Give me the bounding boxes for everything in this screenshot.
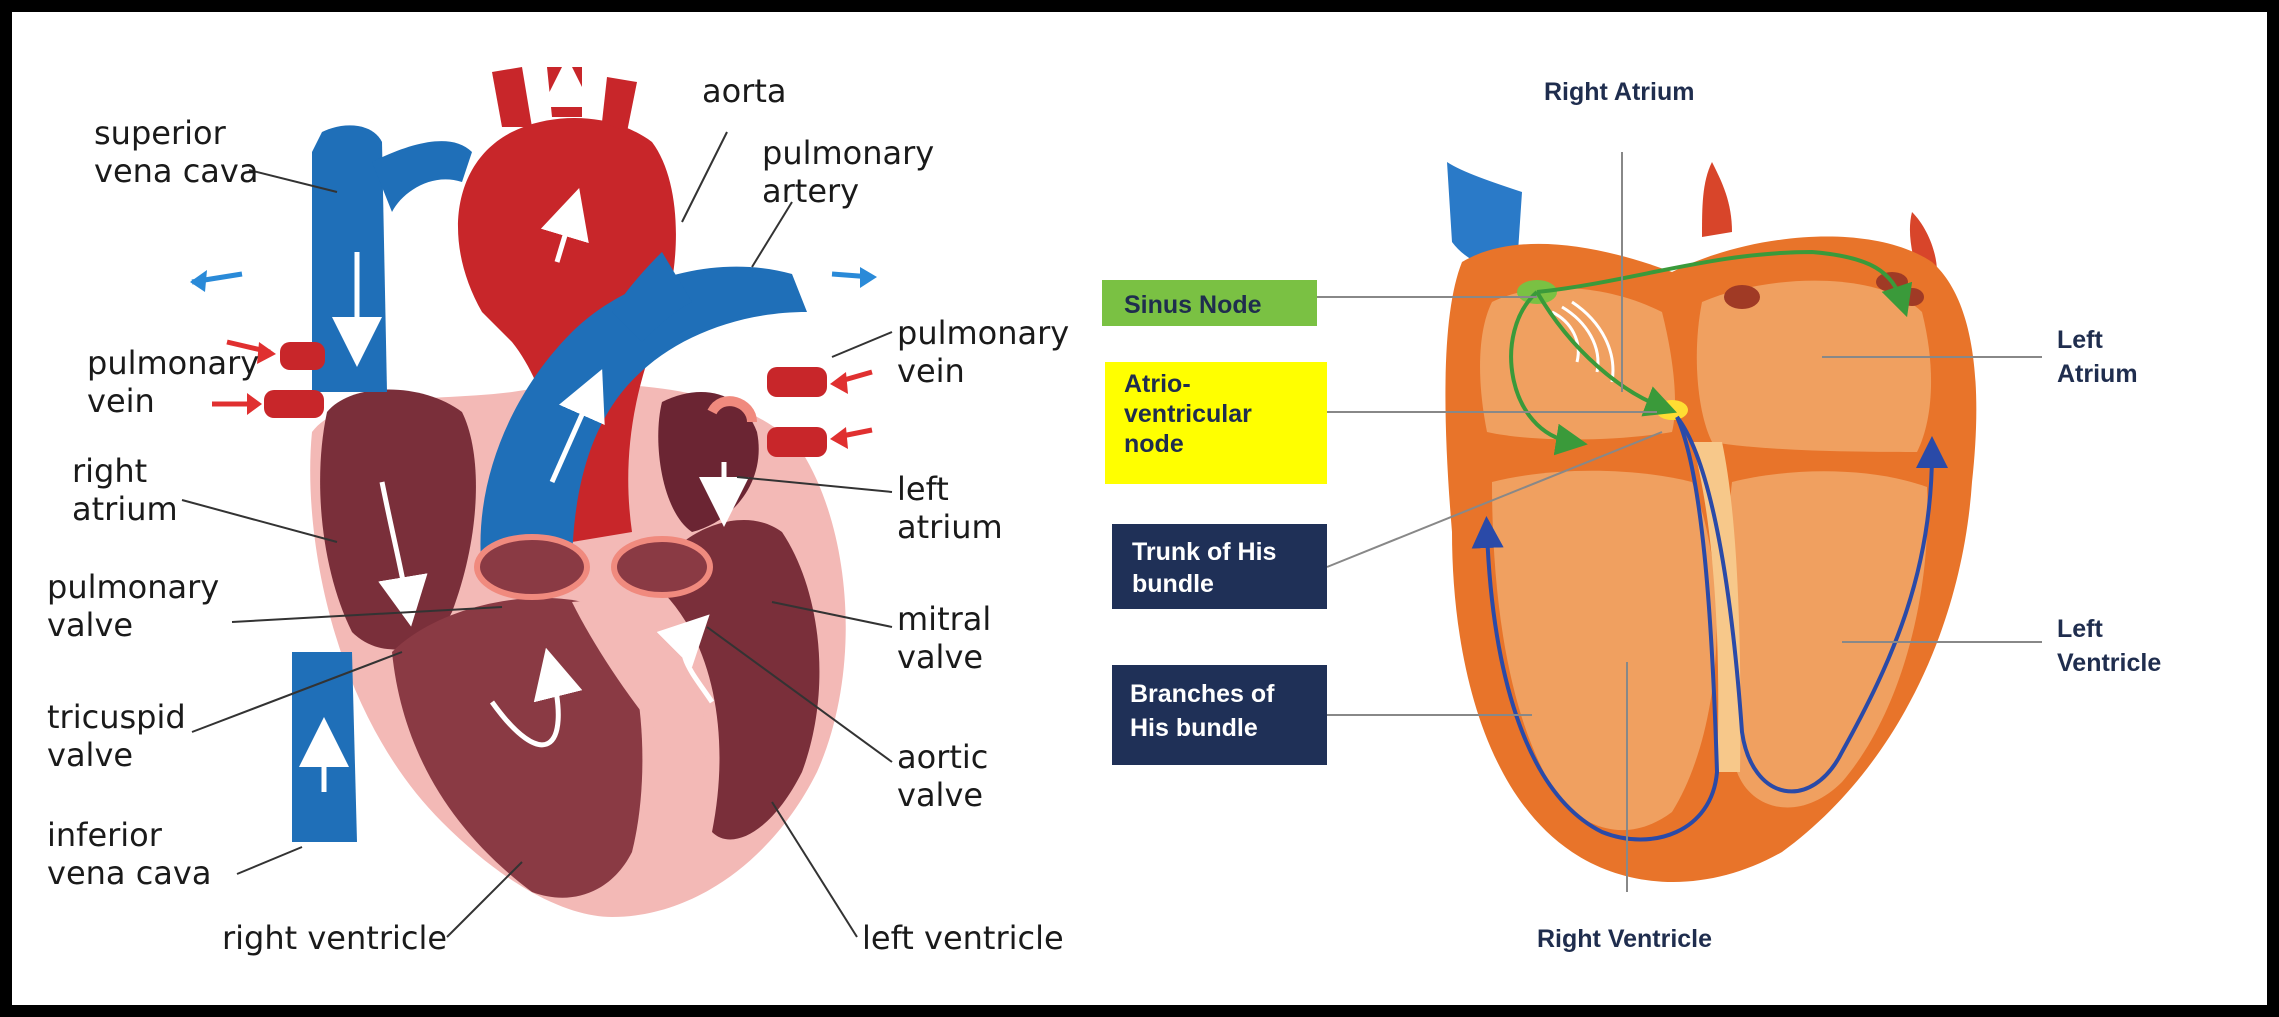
aortic-valve-ring: [614, 539, 710, 595]
pulmonary-valve-ring: [477, 537, 587, 597]
pulmonary-vein-left-bottom: [264, 390, 324, 418]
label-aorta: aorta: [702, 72, 787, 110]
av-node: [1656, 400, 1688, 420]
aorta-stub: [1702, 162, 1732, 237]
pulmonary-vein-right-top: [767, 367, 827, 397]
label-right-ventricle: Right Ventricle: [1537, 925, 1712, 953]
right-atrium-inner: [1480, 288, 1675, 439]
pulmonary-vein-right-bottom: [767, 427, 827, 457]
svg-text:Sinus Node: Sinus Node: [1124, 291, 1262, 319]
label-right-atrium-top: Right Atrium: [1544, 78, 1694, 106]
box-sinus-node: Sinus Node: [1102, 280, 1317, 326]
label-left-ventricle: left ventricle: [862, 919, 1064, 957]
label-right-ventricle: right ventricle: [222, 919, 447, 957]
conduction-heart: [1445, 162, 1976, 882]
pulmonary-vein-left-top: [280, 342, 325, 370]
